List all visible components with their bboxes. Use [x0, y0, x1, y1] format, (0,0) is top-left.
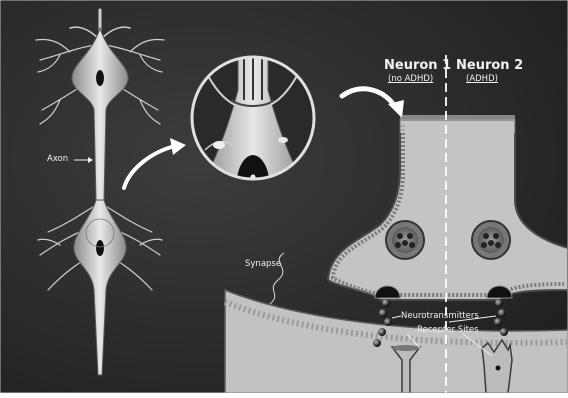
- neuron2-subtitle: (ADHD): [466, 74, 498, 84]
- axon-label: Axon: [47, 154, 68, 164]
- neuron-bottom-nucleus: [96, 240, 104, 256]
- neuron1-subtitle: (no ADHD): [388, 74, 433, 84]
- receptor-site-2: [482, 340, 512, 393]
- neuron1-title: Neuron 1: [384, 58, 451, 73]
- neurotransmitters-label: Neurotransmitters: [401, 311, 479, 321]
- synapse-label: Synapse: [245, 259, 281, 269]
- vesicle-1: [386, 221, 424, 259]
- neuron-top-nucleus: [96, 70, 104, 86]
- neuron2-title: Neuron 2: [456, 58, 523, 73]
- vesicle-2: [472, 221, 510, 259]
- receptor-sites-label: Recepter Sites: [417, 325, 479, 335]
